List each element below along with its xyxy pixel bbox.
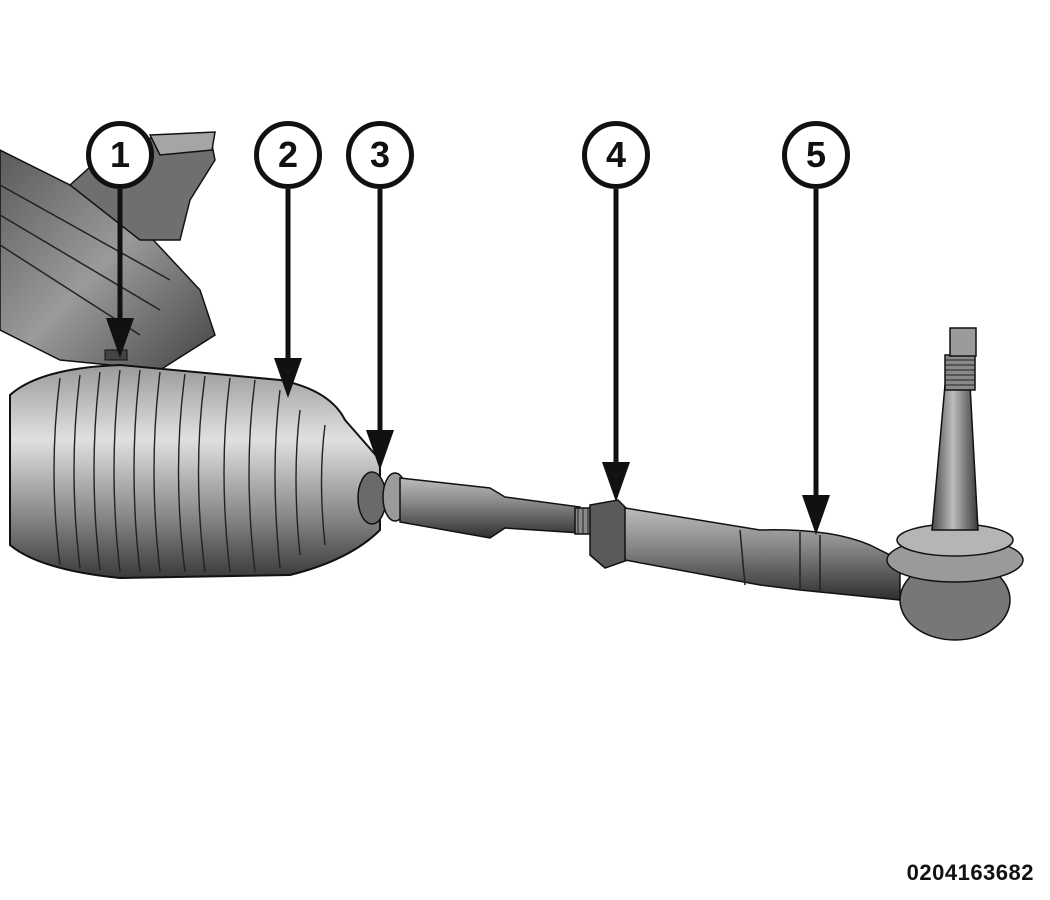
boot	[9, 349, 381, 580]
callout-3: 3	[346, 121, 414, 189]
figure-id: 0204163682	[906, 860, 1034, 885]
leader-lines	[117, 189, 819, 505]
jam-nut	[589, 499, 629, 569]
callout-number: 2	[277, 134, 299, 175]
callout-number: 3	[369, 134, 391, 175]
callout-4: 4	[582, 121, 650, 189]
callout-number: 1	[109, 134, 131, 175]
inner-tie-rod	[399, 477, 596, 539]
callout-number: 4	[605, 134, 627, 175]
ball-joint	[886, 327, 1024, 641]
callout-2: 2	[254, 121, 322, 189]
arrowheads	[106, 318, 830, 535]
gear-housing	[0, 131, 216, 371]
callout-1: 1	[86, 121, 154, 189]
callout-number: 5	[805, 134, 827, 175]
outer-tie-rod	[624, 507, 901, 601]
callout-5: 5	[782, 121, 850, 189]
